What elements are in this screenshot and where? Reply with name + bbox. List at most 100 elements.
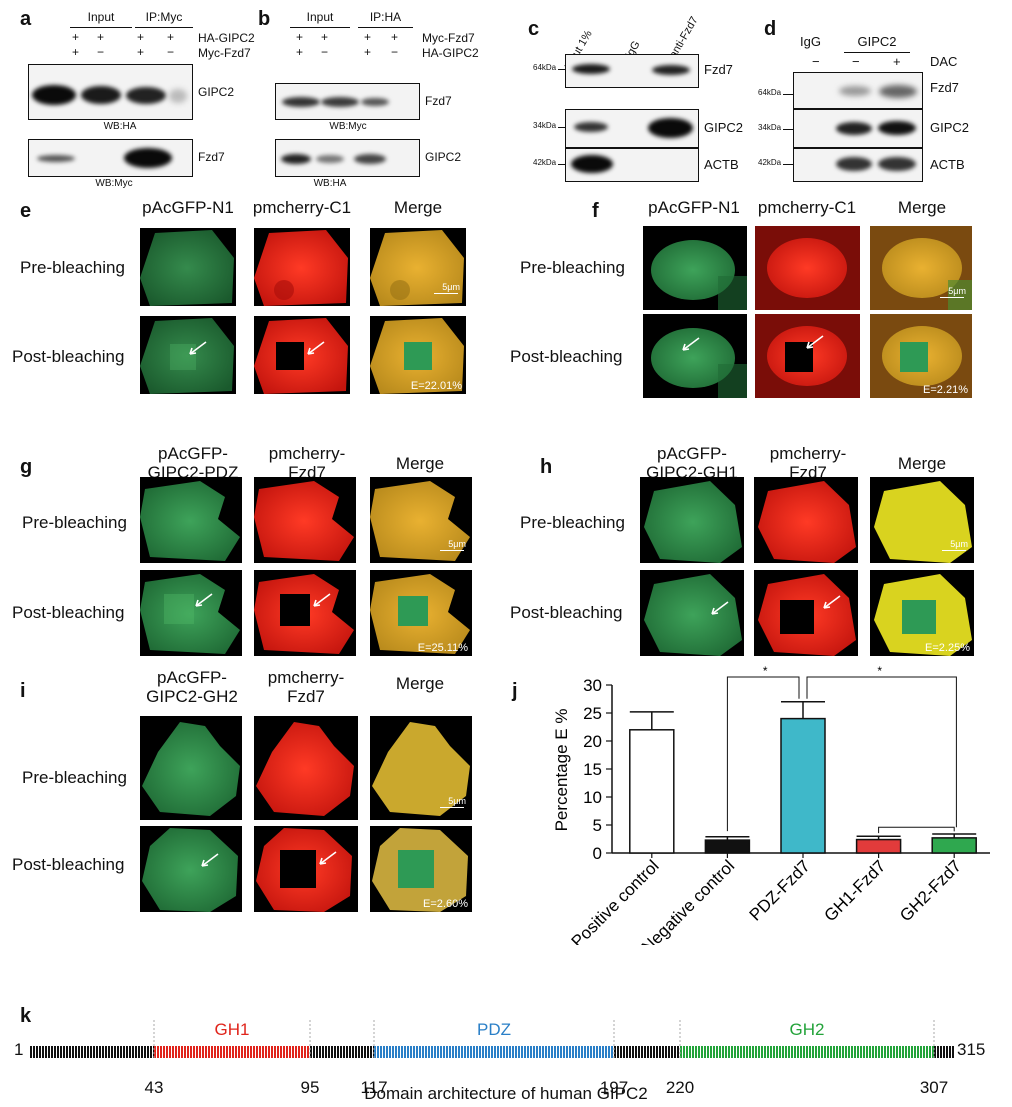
sign: + <box>72 30 80 44</box>
sign-row-2: + − + − <box>296 45 416 61</box>
column-title: Merge <box>395 674 445 693</box>
marker-label: 34kDa <box>533 121 557 130</box>
gfp-image <box>140 716 242 820</box>
scale-label: 5μm <box>950 539 968 549</box>
panel-label: a <box>20 8 32 30</box>
arrow-icon <box>201 853 219 867</box>
column-title: pmcherry-C1 <box>757 198 857 217</box>
input-header: Input <box>306 10 334 24</box>
scale-bar <box>942 549 966 551</box>
x-tick-label: GH2-Fzd7 <box>896 856 965 925</box>
panel-label: f <box>592 200 599 222</box>
boundary-number: 307 <box>919 1078 949 1097</box>
row-name: HA-GIPC2 <box>422 46 479 60</box>
merge-image: 5μm <box>370 477 472 563</box>
western-blot <box>793 72 923 109</box>
marker-tick <box>558 69 568 70</box>
wb-label: WB:HA <box>103 121 137 132</box>
merge-image: E=2.60% <box>370 826 472 912</box>
column-title: GIPC2-GH2 <box>146 687 238 706</box>
panel-label: j <box>512 680 518 702</box>
mcherry-image <box>254 477 356 563</box>
column-title: Merge <box>897 454 947 473</box>
row-label: Pre-bleaching <box>20 258 125 277</box>
domain-label-gh1: GH1 <box>214 1020 250 1039</box>
gfp-image <box>643 226 747 310</box>
input-header: Input <box>87 10 115 24</box>
merge-image: E=22.01% <box>370 316 466 394</box>
arrow-icon <box>313 593 331 607</box>
scale-bar <box>440 549 464 551</box>
row-name: HA-GIPC2 <box>198 31 255 45</box>
sequence-segment <box>934 1046 954 1058</box>
gfp-image <box>140 477 242 563</box>
y-axis-label: Percentage E % <box>552 709 571 832</box>
column-title: pmcherry- <box>769 444 847 463</box>
gfp-image <box>640 570 744 656</box>
merge-image: 5μm <box>870 226 972 310</box>
marker-label: 64kDa <box>533 63 557 72</box>
sign: + <box>72 45 80 59</box>
significance-bracket <box>806 676 957 828</box>
wb-label: WB:HA <box>313 178 347 189</box>
sign: + <box>296 45 304 59</box>
sign-row-2: + − + − <box>72 45 192 61</box>
wb-label: WB:Myc <box>95 178 133 189</box>
significance-bracket <box>726 676 800 832</box>
protein-label: Fzd7 <box>704 62 733 77</box>
panel-label: k <box>20 1005 32 1027</box>
marker-tick <box>783 129 793 130</box>
gfp-image <box>140 570 242 656</box>
bar <box>704 839 751 854</box>
sign: − <box>812 54 820 69</box>
y-tick-label: 10 <box>583 788 602 807</box>
y-tick-label: 15 <box>583 760 602 779</box>
row-label: Pre-bleaching <box>22 768 127 787</box>
mcherry-image <box>254 570 356 656</box>
protein-label: ACTB <box>930 157 965 172</box>
underline <box>290 27 350 29</box>
panel-label: d <box>764 18 777 40</box>
protein-label: GIPC2 <box>198 85 235 99</box>
mcherry-image <box>754 477 858 563</box>
protein-label: ACTB <box>704 157 739 172</box>
sequence-segment <box>30 1046 154 1058</box>
panel-label: c <box>528 18 540 40</box>
bar <box>855 838 902 854</box>
panel-label: i <box>20 680 26 702</box>
column-title: pAcGFP-N1 <box>142 198 234 217</box>
boundary-number: 117 <box>360 1078 388 1097</box>
scale-bar <box>440 806 464 808</box>
sign-row-1: + + + + <box>72 30 192 46</box>
efficiency-label: E=2.21% <box>923 384 968 396</box>
sign: + <box>97 30 105 44</box>
row-label: Post-bleaching <box>510 347 623 366</box>
column-title: pmcherry- <box>268 444 346 463</box>
row-label: Post-bleaching <box>12 855 125 874</box>
mcherry-image <box>254 716 358 820</box>
column-title: Merge <box>395 454 445 473</box>
pdz-segment <box>374 1046 614 1058</box>
sign: + <box>137 30 145 44</box>
significance-brackets: ** <box>726 665 957 834</box>
sign-row-1: + + + + <box>296 30 416 46</box>
gfp-image <box>640 477 744 563</box>
western-blot <box>275 83 420 120</box>
y-tick-label: 5 <box>593 816 602 835</box>
boundary-number: 197 <box>599 1078 629 1097</box>
row-label: Post-bleaching <box>12 347 125 366</box>
row-label: Post-bleaching <box>510 603 623 622</box>
chart-bars <box>629 701 977 854</box>
ip-header: IP:HA <box>369 10 402 24</box>
gfp-image <box>643 314 747 398</box>
treatment-label: DAC <box>930 54 958 69</box>
merge-image: 5μm <box>870 477 974 563</box>
scale-label: 5μm <box>442 282 460 292</box>
panel-label: h <box>540 456 553 478</box>
panel-label: g <box>20 456 33 478</box>
mcherry-image <box>254 228 350 306</box>
arrow-icon <box>711 601 729 615</box>
marker-label: 42kDa <box>758 158 782 167</box>
mcherry-image <box>254 316 350 394</box>
column-title: Fzd7 <box>287 687 325 706</box>
